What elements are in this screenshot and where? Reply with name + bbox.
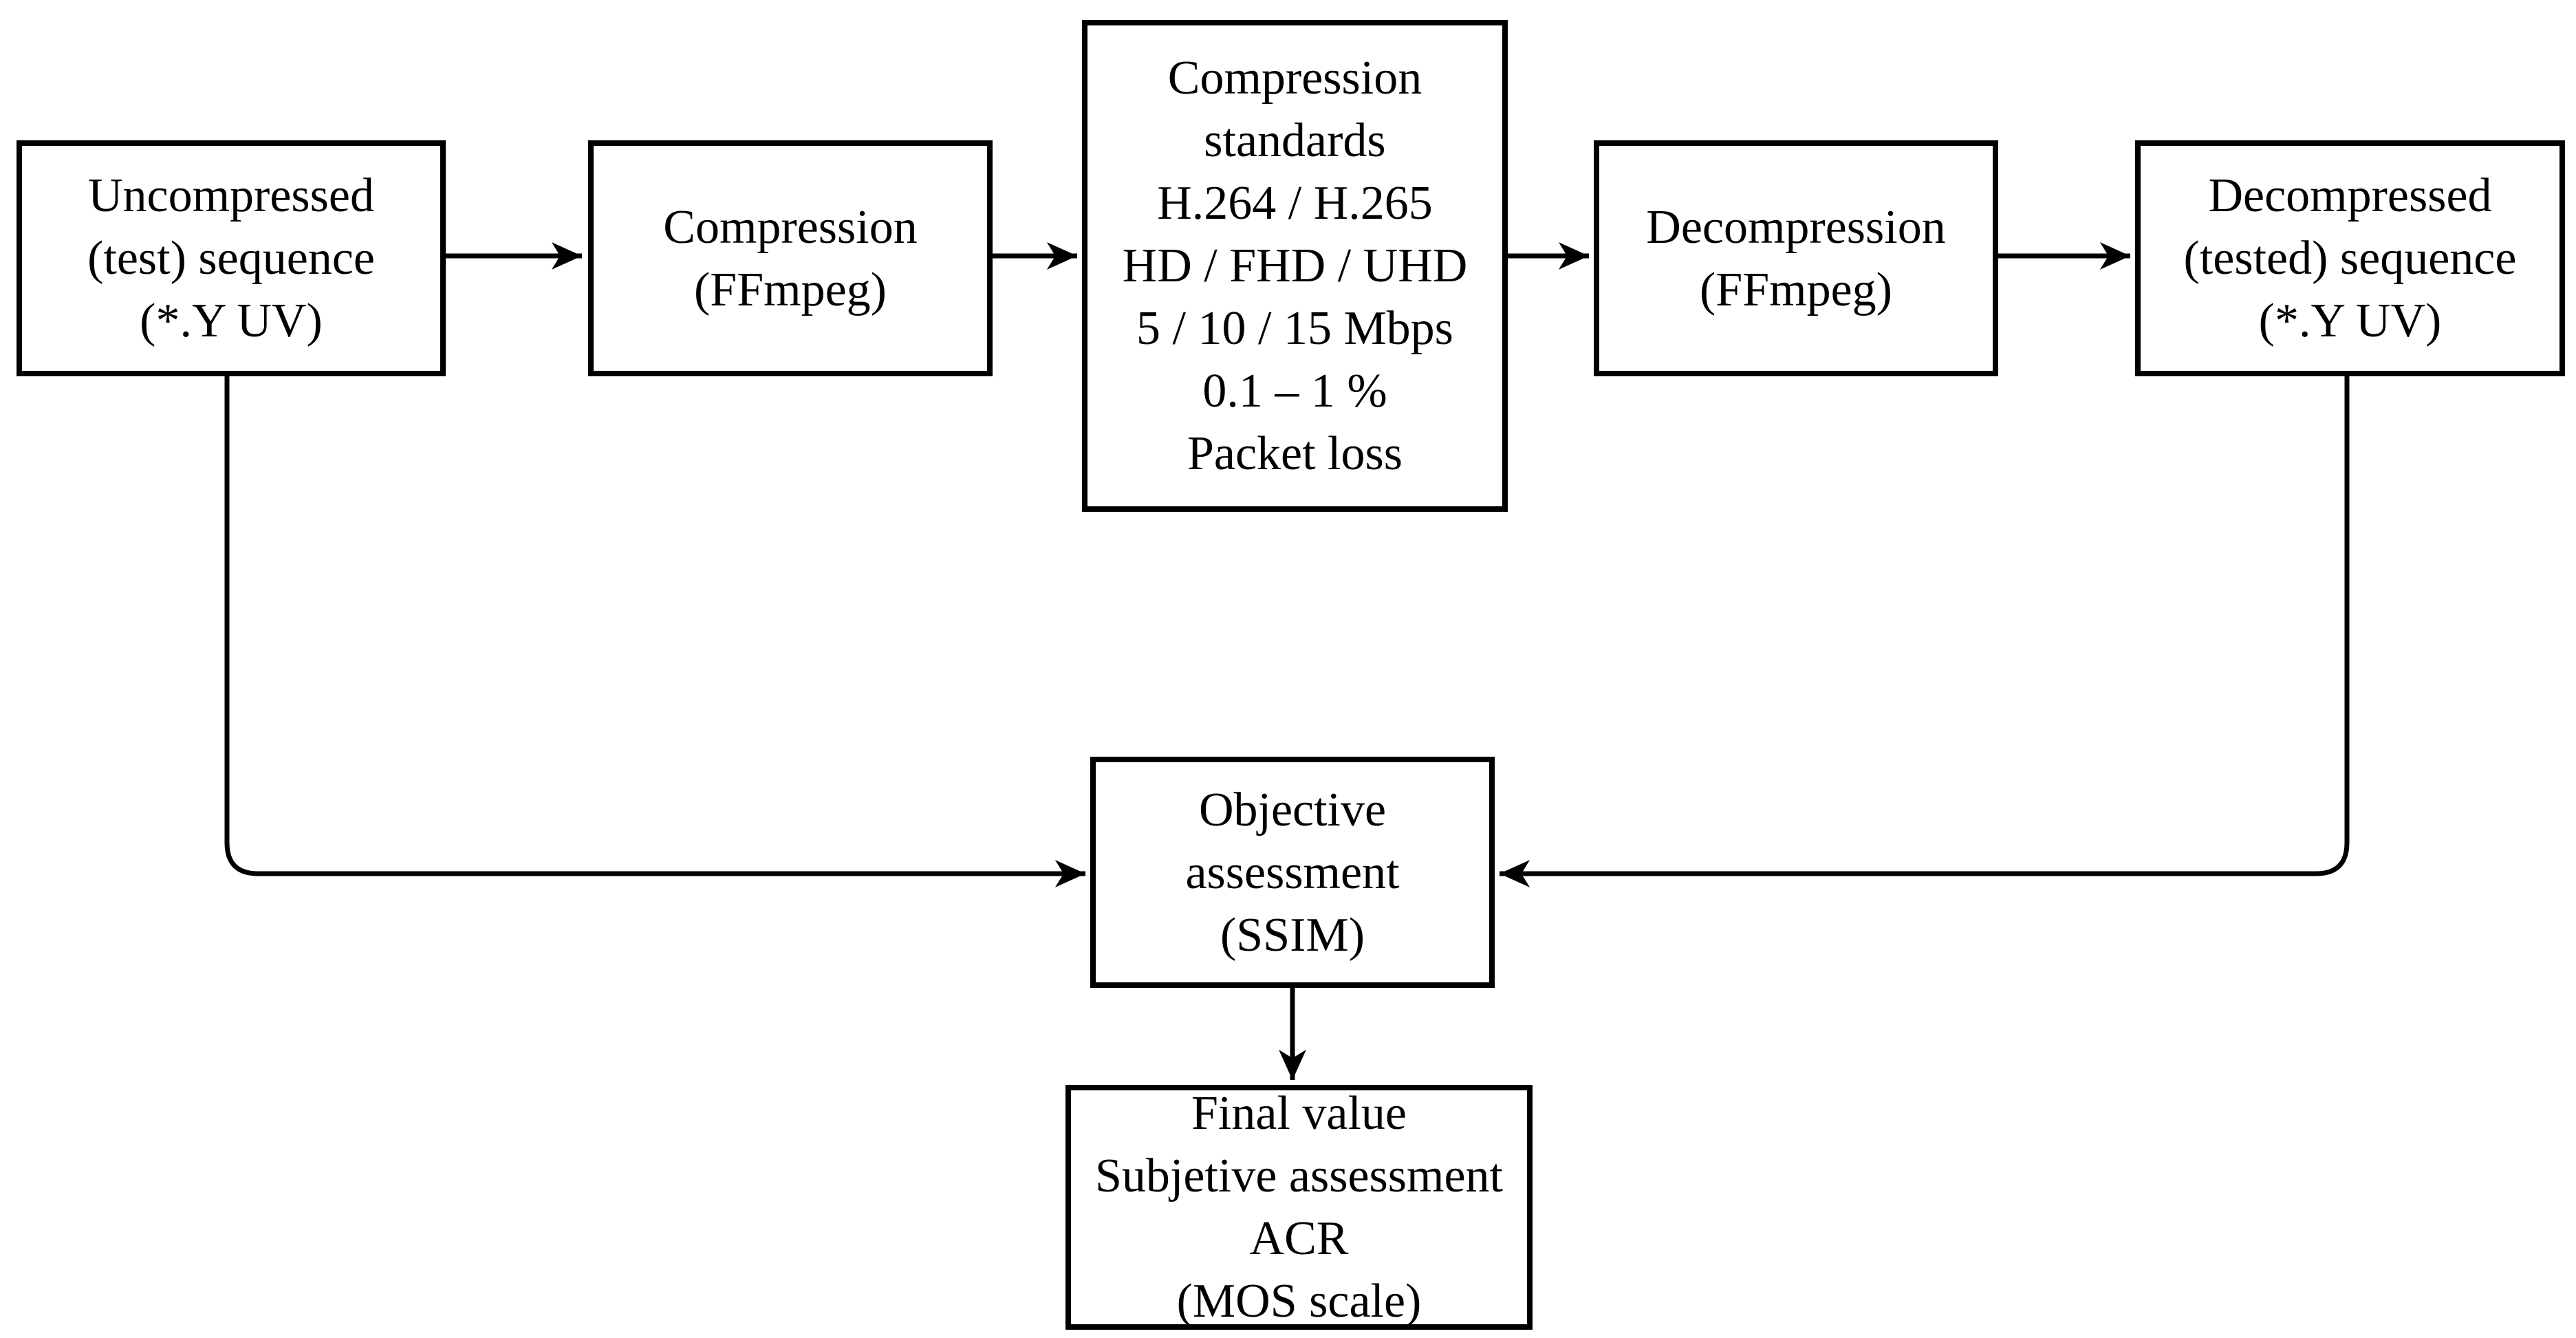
- arrow-uncompressed-to-objective: [224, 376, 1085, 887]
- node-label: Final value Subjetive assessment ACR (MO…: [1095, 1087, 1503, 1328]
- arrow-decompressed-to-objective: [1500, 376, 2350, 887]
- node-uncompressed-sequence: Uncompressed (test) sequence (*.Y UV): [17, 140, 446, 376]
- node-decompression: Decompression (FFmpeg): [1594, 140, 1998, 376]
- node-label: Objective assessment (SSIM): [1185, 783, 1400, 962]
- node-label: Compression (FFmpeg): [663, 200, 918, 316]
- node-final-value: Final value Subjetive assessment ACR (MO…: [1065, 1085, 1533, 1330]
- node-compression: Compression (FFmpeg): [588, 140, 993, 376]
- node-label: Compression standards H.264 / H.265 HD /…: [1122, 52, 1468, 480]
- node-label: Decompressed (tested) sequence (*.Y UV): [2183, 169, 2517, 347]
- node-label: Decompression (FFmpeg): [1646, 200, 1946, 316]
- node-compression-standards: Compression standards H.264 / H.265 HD /…: [1082, 20, 1508, 512]
- node-decompressed-sequence: Decompressed (tested) sequence (*.Y UV): [2135, 140, 2565, 376]
- node-label: Uncompressed (test) sequence (*.Y UV): [87, 169, 375, 347]
- node-objective-assessment: Objective assessment (SSIM): [1090, 757, 1495, 988]
